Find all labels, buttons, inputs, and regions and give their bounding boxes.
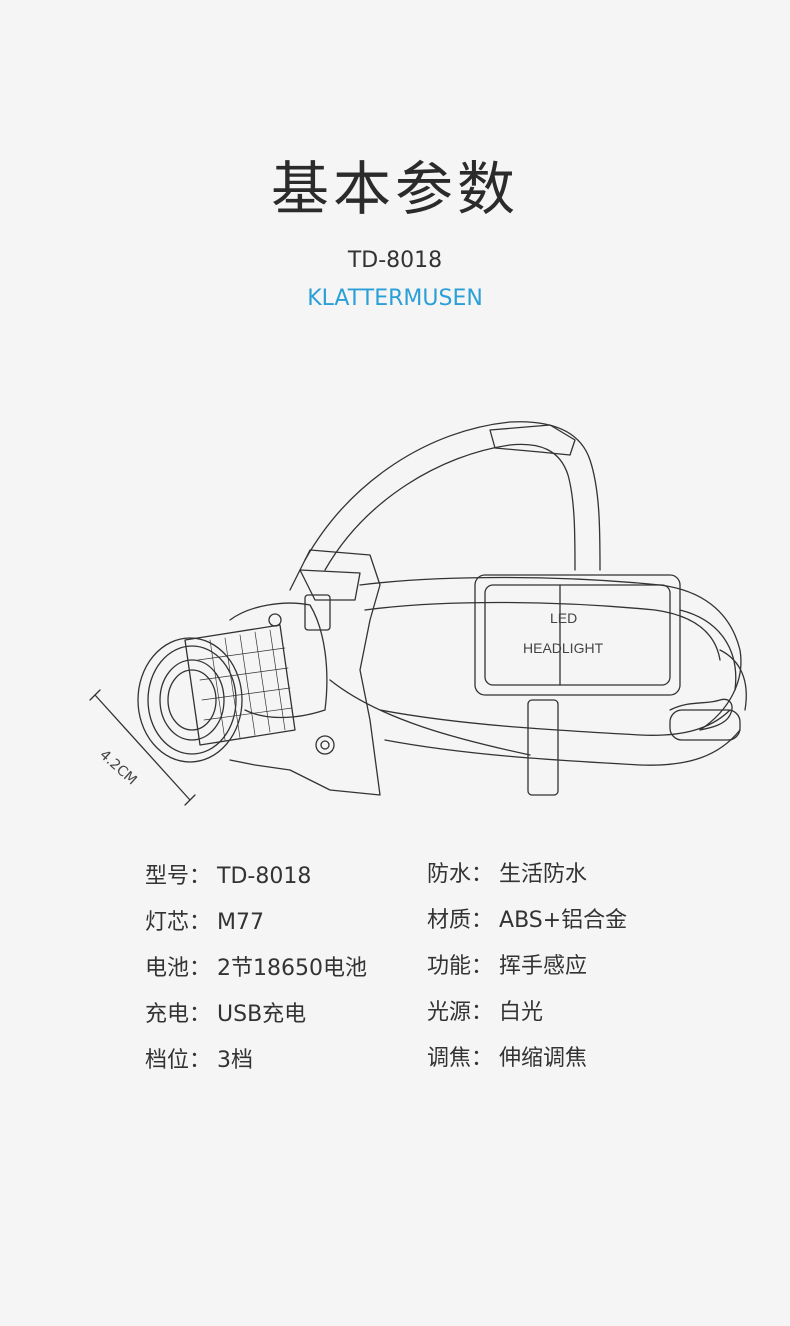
led-label-line2: HEADLIGHT: [523, 640, 604, 656]
spec-focus: 调焦：伸缩调焦: [427, 1042, 587, 1076]
spec-model: 型号：TD-8018: [145, 860, 311, 894]
spec-key: 防水：: [427, 862, 494, 887]
spec-value: 3档: [217, 1048, 254, 1073]
spec-value: 2节18650电池: [217, 956, 367, 981]
spec-key: 灯芯：: [145, 910, 212, 935]
spec-waterproof: 防水：生活防水: [427, 858, 587, 892]
spec-modes: 档位：3档: [145, 1044, 253, 1078]
spec-value: 挥手感应: [499, 954, 588, 979]
spec-key: 电池：: [145, 956, 212, 981]
spec-function: 功能：挥手感应: [427, 950, 587, 984]
spec-value: 生活防水: [499, 862, 588, 887]
headlamp-illustration: LED HEADLIGHT: [89, 421, 747, 806]
spec-value: M77: [217, 910, 264, 935]
spec-charging: 充电：USB充电: [145, 998, 306, 1032]
spec-value: 白光: [499, 1000, 544, 1025]
spec-value: ABS+铝合金: [499, 908, 628, 933]
spec-value: TD-8018: [217, 864, 312, 889]
spec-key: 材质：: [427, 908, 494, 933]
spec-key: 型号：: [145, 864, 212, 889]
page-title: 基本参数: [270, 155, 519, 223]
spec-key: 功能：: [427, 954, 494, 979]
spec-material: 材质：ABS+铝合金: [427, 904, 627, 938]
brand-name: KLATTERMUSEN: [307, 286, 483, 311]
led-label-line1: LED: [550, 610, 577, 626]
spec-battery: 电池：2节18650电池: [145, 952, 367, 986]
spec-key: 调焦：: [427, 1046, 494, 1071]
spec-key: 光源：: [427, 1000, 494, 1025]
model-number: TD-8018: [347, 248, 443, 273]
spec-light-source: 光源：白光: [427, 996, 543, 1030]
spec-key: 档位：: [145, 1048, 212, 1073]
spec-key: 充电：: [145, 1002, 212, 1027]
spec-value: USB充电: [217, 1002, 307, 1027]
spec-led-chip: 灯芯：M77: [145, 906, 264, 940]
spec-value: 伸缩调焦: [499, 1046, 588, 1071]
